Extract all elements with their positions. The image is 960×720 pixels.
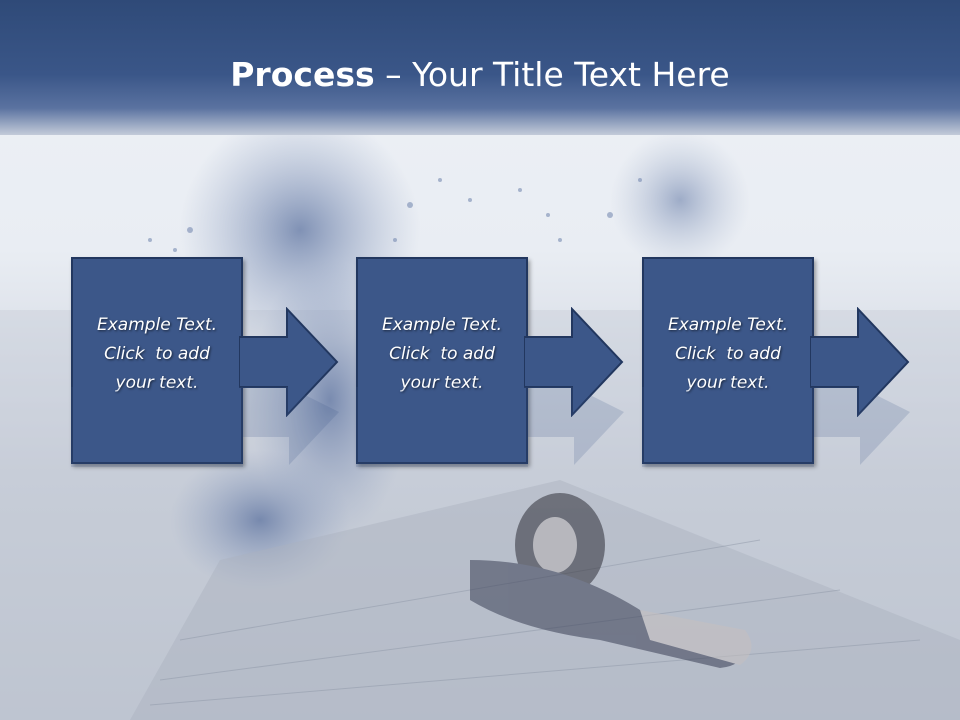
step-reflection [71,387,339,467]
right-arrow-icon [524,307,624,417]
step-text[interactable]: Example Text. Click to add your text. [96,315,218,393]
step-reflection [356,387,624,467]
step-reflection [642,387,910,467]
title-rest: – Your Title Text Here [374,55,730,94]
step-text[interactable]: Example Text. Click to add your text. [381,315,503,393]
step-box[interactable] [642,257,814,464]
slide-title[interactable]: Process – Your Title Text Here [0,52,960,98]
process-step-1[interactable]: Example Text. Click to add your text. [71,257,341,467]
process-step-2[interactable]: Example Text. Click to add your text. [356,257,626,467]
splash-droplets [148,178,642,252]
right-arrow-icon [810,307,910,417]
step-text[interactable]: Example Text. Click to add your text. [667,315,789,393]
title-bar [0,0,960,135]
woman-figure [470,493,752,668]
title-bold: Process [230,55,375,94]
process-step-3[interactable]: Example Text. Click to add your text. [642,257,912,467]
right-arrow-icon [239,307,339,417]
